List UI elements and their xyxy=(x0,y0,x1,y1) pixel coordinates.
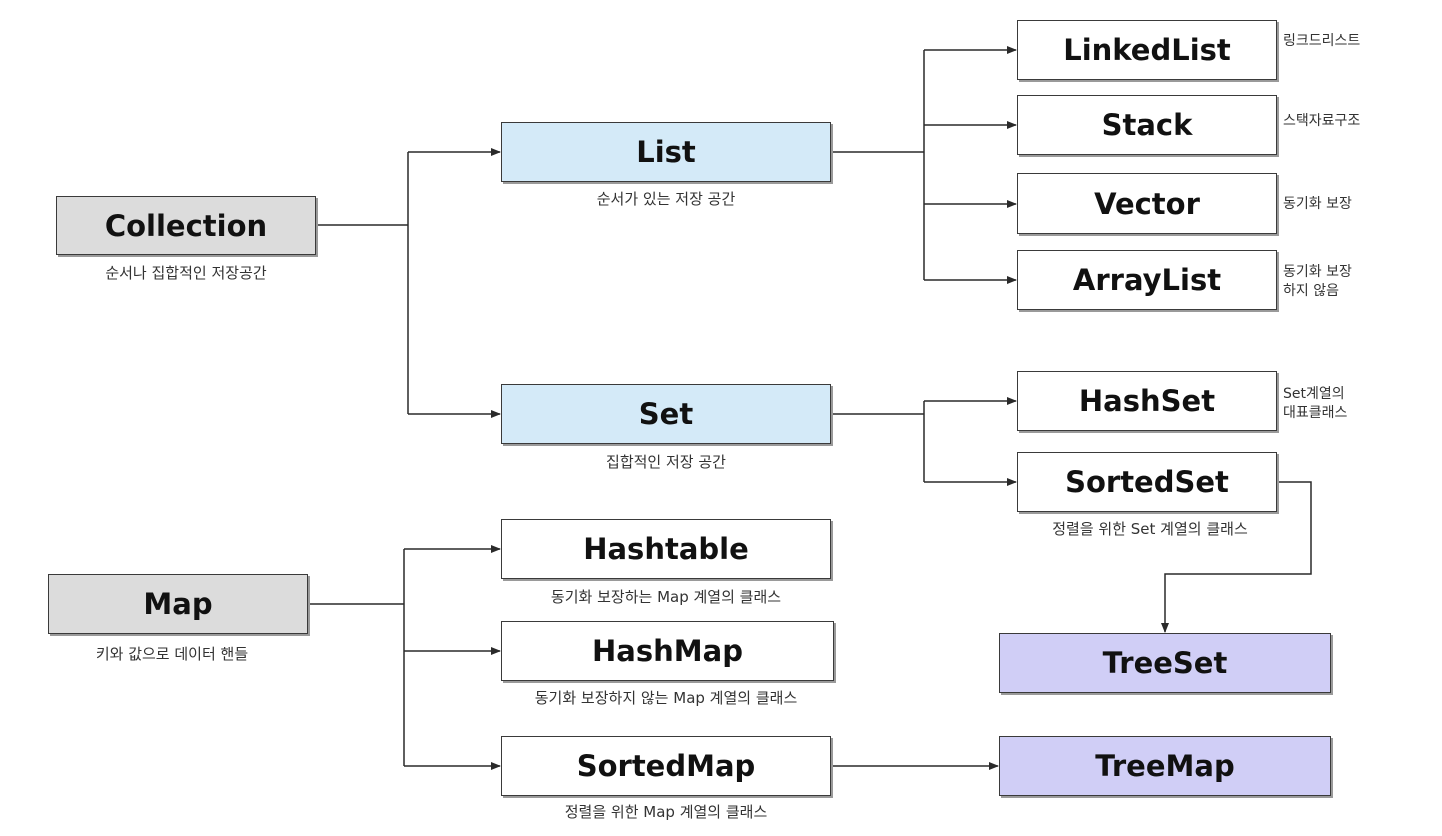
connector-map-trunk xyxy=(308,549,405,766)
set-box: Set xyxy=(501,384,831,444)
arrow-sortedset-to-treeset xyxy=(1161,481,1312,633)
arraylist-note-line2: 하지 않음 xyxy=(1283,283,1339,299)
set-caption: 집합적인 저장 공간 xyxy=(606,453,726,471)
treemap-box: TreeMap xyxy=(999,736,1331,796)
sortedset-caption: 정렬을 위한 Set 계열의 클래스 xyxy=(1052,520,1248,538)
connector-set-trunk xyxy=(831,401,925,482)
sortedset-box: SortedSet xyxy=(1017,452,1277,512)
connector-list-trunk xyxy=(831,50,925,280)
connector-collection-trunk xyxy=(316,152,409,414)
collection-caption: 순서나 집합적인 저장공간 xyxy=(105,264,267,282)
stack-note: 스택자료구조 xyxy=(1283,113,1361,129)
hashset-box: HashSet xyxy=(1017,371,1277,431)
linkedlist-box: LinkedList xyxy=(1017,20,1277,80)
linkedlist-note: 링크드리스트 xyxy=(1283,33,1361,49)
sortedmap-box: SortedMap xyxy=(501,736,831,796)
sortedmap-caption: 정렬을 위한 Map 계열의 클래스 xyxy=(564,803,768,821)
map-caption: 키와 값으로 데이터 핸들 xyxy=(95,645,249,663)
hashmap-caption: 동기화 보장하지 않는 Map 계열의 클래스 xyxy=(534,689,798,707)
stack-box: Stack xyxy=(1017,95,1277,155)
map-box: Map xyxy=(48,574,308,634)
arraylist-box: ArrayList xyxy=(1017,250,1277,310)
arraylist-note-line1: 동기화 보장 xyxy=(1283,264,1352,280)
hashtable-box: Hashtable xyxy=(501,519,831,579)
hashset-note-line2: 대표클래스 xyxy=(1283,405,1348,421)
collection-box: Collection xyxy=(56,196,316,255)
list-caption: 순서가 있는 저장 공간 xyxy=(596,190,736,208)
hashtable-caption: 동기화 보장하는 Map 계열의 클래스 xyxy=(550,588,782,606)
hashset-note-line1: Set계열의 xyxy=(1283,386,1345,402)
vector-box: Vector xyxy=(1017,173,1277,234)
hashmap-box: HashMap xyxy=(501,621,834,681)
list-box: List xyxy=(501,122,831,182)
vector-note: 동기화 보장 xyxy=(1283,196,1352,212)
treeset-box: TreeSet xyxy=(999,633,1331,693)
